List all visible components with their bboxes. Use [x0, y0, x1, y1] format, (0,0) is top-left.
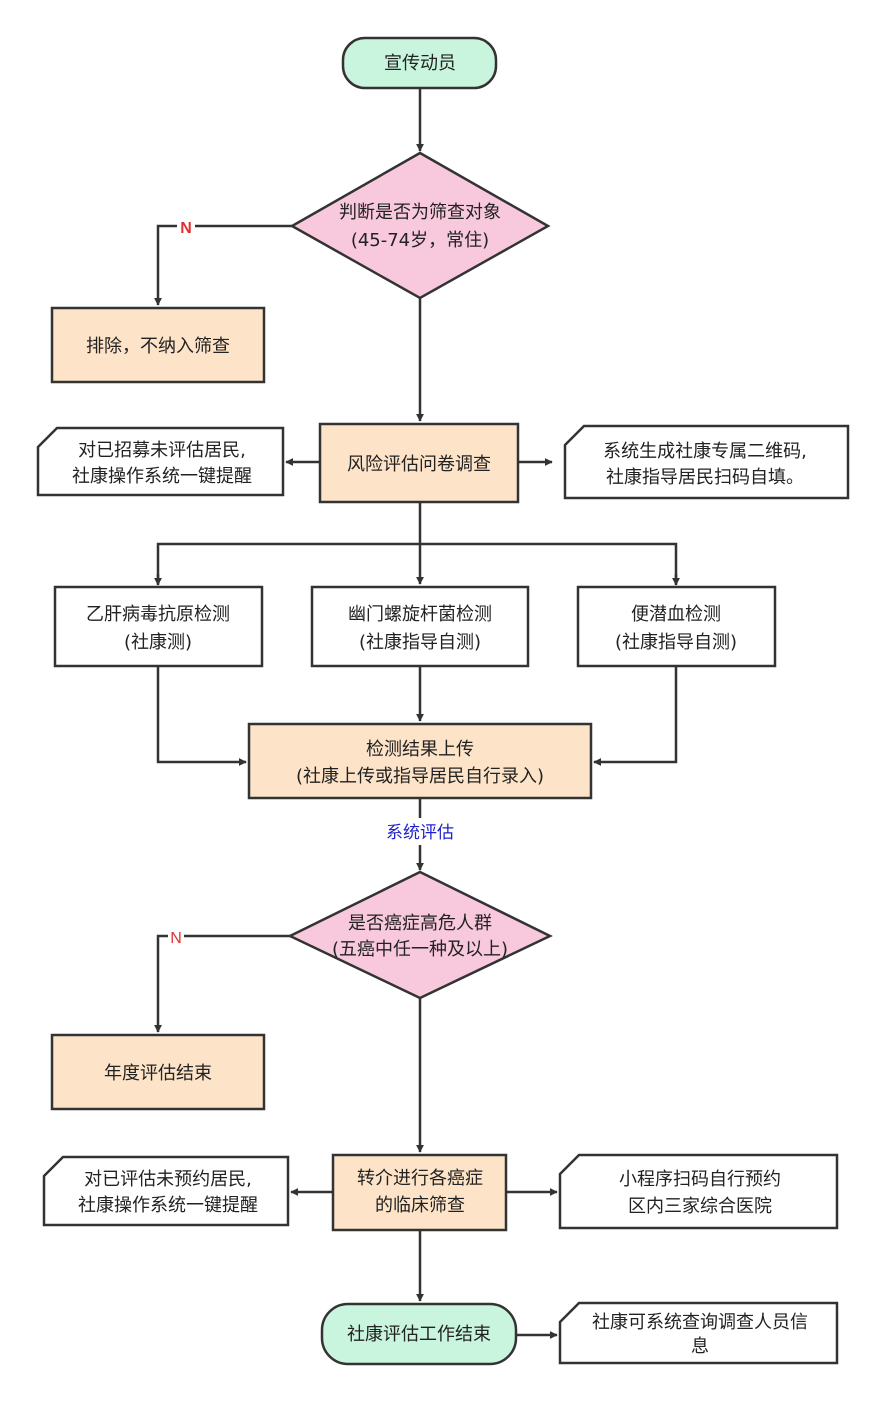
- year-end-box: [50, 1033, 266, 1111]
- decision-target-line1: 判断是否为筛查对象: [339, 202, 501, 223]
- mini-program-line1: 小程序扫码自行预约: [619, 1169, 781, 1190]
- qrcode-line1: 系统生成社康专属二维码,: [603, 441, 807, 462]
- test-hbv-box: [53, 585, 264, 668]
- mini-program-card: [558, 1153, 839, 1230]
- no-label-bg-1: [177, 217, 195, 237]
- upload-line2: (社康上传或指导居民自行录入): [296, 766, 544, 787]
- decision-target-line2: (45-74岁，常住): [351, 230, 489, 251]
- remind-assessed-line1: 对已评估未预约居民,: [84, 1169, 252, 1190]
- test-fob-box: [576, 585, 777, 668]
- query-line1: 社康可系统查询调查人员信: [592, 1312, 808, 1333]
- edge-fob-to-upload: [593, 666, 678, 766]
- referral-line2: 的临床筛查: [375, 1195, 465, 1216]
- decision-risk-line1: 是否癌症高危人群: [348, 913, 492, 934]
- edge-hbv-to-upload: [156, 666, 247, 766]
- upload-line1: 检测结果上传: [366, 739, 474, 760]
- test-fob-line2: (社康指导自测): [615, 632, 737, 653]
- exclude-box: [50, 306, 266, 384]
- test-hp-line1: 幽门螺旋杆菌检测: [348, 604, 492, 625]
- remind-assessed-card: [42, 1155, 290, 1227]
- finish-terminal: [320, 1302, 518, 1366]
- start-terminal: [341, 36, 498, 90]
- no-label-1: N: [180, 220, 192, 237]
- test-hp-line2: (社康指导自测): [359, 632, 481, 653]
- query-card: [558, 1301, 839, 1365]
- remind-recruit-line1: 对已招募未评估居民,: [78, 440, 246, 461]
- mini-program-line2: 区内三家综合医院: [628, 1196, 772, 1217]
- remind-recruit-card: [36, 426, 285, 497]
- test-fob-line1: 便潜血检测: [631, 604, 721, 625]
- edges: [154, 88, 680, 1339]
- system-assess-label: 系统评估: [386, 823, 454, 843]
- qrcode-card: [563, 424, 850, 500]
- remind-assessed-line2: 社康操作系统一键提醒: [78, 1195, 258, 1216]
- test-hp-box: [310, 585, 530, 668]
- referral-box: [331, 1153, 508, 1232]
- no-label-2: N: [170, 930, 182, 947]
- no-label-bg-2: [168, 927, 184, 947]
- upload-box: [247, 722, 593, 800]
- test-hbv-line2: (社康测): [124, 632, 192, 653]
- query-line2: 息: [691, 1336, 709, 1357]
- qrcode-line2: 社康指导居民扫码自填。: [606, 467, 804, 488]
- exclude-label: 排除，不纳入筛查: [86, 336, 230, 357]
- test-hbv-line1: 乙肝病毒抗原检测: [86, 604, 230, 625]
- finish-label: 社康评估工作结束: [347, 1324, 491, 1345]
- edge-decision2-no-to-yearend: [154, 934, 290, 1033]
- year-end-label: 年度评估结束: [104, 1063, 212, 1084]
- decision-risk: [287, 870, 553, 1000]
- decision-target: [289, 151, 551, 300]
- start-label: 宣传动员: [384, 53, 456, 74]
- edge-branch-bar: [156, 542, 678, 584]
- referral-line1: 转介进行各癌症: [357, 1168, 483, 1189]
- decision-risk-line2: (五癌中任一种及以上): [332, 939, 508, 960]
- remind-recruit-line2: 社康操作系统一键提醒: [72, 466, 252, 487]
- questionnaire-label: 风险评估问卷调查: [347, 454, 491, 475]
- questionnaire-box: [318, 422, 520, 504]
- edge-decision-no-to-exclude: [154, 224, 292, 306]
